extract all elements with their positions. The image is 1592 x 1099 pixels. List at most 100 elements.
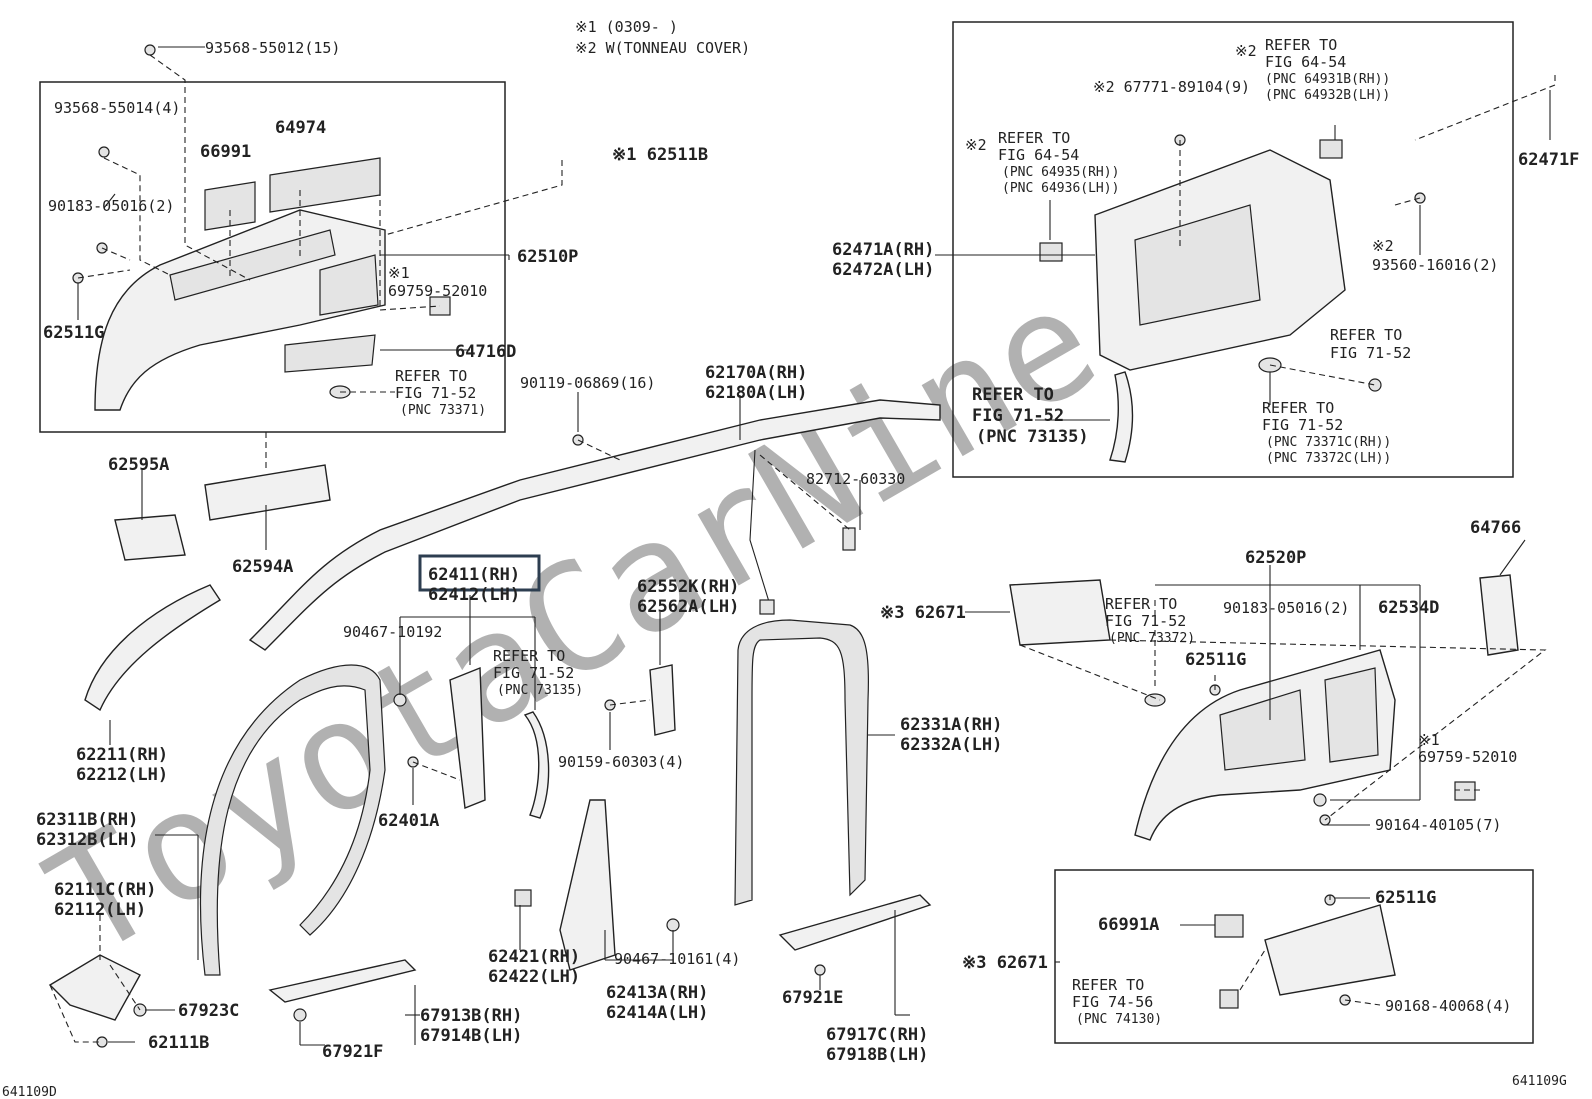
- part-label: 90467-10192: [343, 623, 442, 641]
- note-1: ※1 (0309- ): [575, 18, 678, 36]
- part-label: REFER TO: [1105, 595, 1177, 613]
- part-label: 66991: [200, 142, 251, 162]
- part-label: 67913B(RH): [420, 1006, 522, 1026]
- part-label: 90183-05016(2): [48, 197, 174, 215]
- right-quarter-trim-illustration: [1039, 90, 1551, 463]
- part-label: (PNC 64931B(RH)): [1265, 72, 1390, 87]
- part-label: 67914B(LH): [420, 1026, 522, 1046]
- part-label: 67921E: [782, 988, 843, 1008]
- part-label: 69759-52010: [388, 282, 487, 300]
- part-label: (PNC 73372C(LH)): [1266, 451, 1391, 466]
- part-label: FIG 64-54: [998, 146, 1079, 164]
- part-label: 62534D: [1378, 598, 1439, 618]
- part-label: (PNC 64935(RH)): [1002, 165, 1119, 180]
- pillar-trim-illustrations: [84, 464, 680, 971]
- part-label: 93568-55014(4): [54, 99, 180, 117]
- part-label: (PNC 64932B(LH)): [1265, 88, 1390, 103]
- part-label: 62472A(LH): [832, 260, 934, 280]
- part-label: FIG 71-52: [493, 664, 574, 682]
- part-label: 62511G: [43, 323, 104, 343]
- part-label: ※2: [1372, 237, 1394, 255]
- part-label: 90164-40105(7): [1375, 816, 1501, 834]
- leader-lines: [49, 46, 1556, 1046]
- part-label: 90183-05016(2): [1223, 599, 1349, 617]
- inset-box-tonneau: [1054, 869, 1534, 1044]
- part-label: 62411(RH): [428, 565, 520, 585]
- part-label: 62422(LH): [488, 967, 580, 987]
- highlight-box: [418, 554, 541, 592]
- part-label: 62552K(RH): [637, 577, 739, 597]
- part-label: ※3 62671: [880, 603, 966, 623]
- part-label: ※2 67771-89104(9): [1093, 78, 1250, 96]
- part-label: REFER TO: [395, 367, 467, 385]
- part-label: FIG 74-56: [1072, 993, 1153, 1011]
- part-label: FIG 71-52: [1262, 416, 1343, 434]
- part-label: 62111C(RH): [54, 880, 156, 900]
- part-label: 62511G: [1375, 888, 1436, 908]
- part-label: 62211(RH): [76, 745, 168, 765]
- part-label: 62510P: [517, 247, 578, 267]
- part-label: (PNC 73371): [400, 403, 486, 418]
- part-label: 64766: [1470, 518, 1521, 538]
- part-label: 62311B(RH): [36, 810, 138, 830]
- part-label: ※2: [1235, 42, 1257, 60]
- part-label: 62312B(LH): [36, 830, 138, 850]
- part-label: 62412(LH): [428, 585, 520, 605]
- part-label: REFER TO: [1265, 36, 1337, 54]
- part-label: 62511G: [1185, 650, 1246, 670]
- note-2: ※2 W(TONNEAU COVER): [575, 39, 750, 57]
- part-label: ※1: [1418, 731, 1440, 749]
- curtain-airbag-illustration: [248, 399, 941, 651]
- part-label: 62332A(LH): [900, 735, 1002, 755]
- part-label: 90119-06869(16): [520, 374, 655, 392]
- part-label: 62180A(LH): [705, 383, 807, 403]
- part-label: 67921F: [322, 1042, 383, 1062]
- part-label: 64716D: [455, 342, 516, 362]
- right-rear-trim-illustration: [1009, 574, 1519, 841]
- part-label: 62471F: [1518, 150, 1579, 170]
- part-label: 64974: [275, 118, 326, 138]
- part-label: 82712-60330: [806, 470, 905, 488]
- part-label: 62471A(RH): [832, 240, 934, 260]
- part-label: 67923C: [178, 1001, 239, 1021]
- door-weatherstrip-illustrations: [199, 619, 869, 976]
- part-label: 93560-16016(2): [1372, 256, 1498, 274]
- part-label: (PNC 73371C(RH)): [1266, 435, 1391, 450]
- part-label: ※3 62671: [962, 953, 1048, 973]
- part-label: 90467-10161(4): [614, 950, 740, 968]
- part-label: 67918B(LH): [826, 1045, 928, 1065]
- figure-code-left: 641109D: [2, 1085, 57, 1099]
- inset-box-quarter-trim: [952, 21, 1514, 478]
- part-label: 67917C(RH): [826, 1025, 928, 1045]
- part-label: 62595A: [108, 455, 169, 475]
- part-label: FIG 71-52: [972, 406, 1064, 426]
- part-label: REFER TO: [972, 385, 1054, 405]
- part-label: 62594A: [232, 557, 293, 577]
- part-label: 66991A: [1098, 915, 1159, 935]
- part-label: (PNC 74130): [1076, 1012, 1162, 1027]
- part-label: 62414A(LH): [606, 1003, 708, 1023]
- part-label: (PNC 73372): [1109, 631, 1195, 646]
- part-label: 62111B: [148, 1033, 209, 1053]
- part-label: ※2: [965, 136, 987, 154]
- part-label: ※1: [388, 264, 410, 282]
- scuff-plate-illustrations: [48, 894, 932, 1048]
- part-label: 62170A(RH): [705, 363, 807, 383]
- part-label: (PNC 73135): [497, 683, 583, 698]
- part-label: 62401A: [378, 811, 439, 831]
- part-label: FIG 71-52: [395, 384, 476, 402]
- tonneau-illustration: [1214, 894, 1396, 1009]
- part-label: (PNC 73135): [976, 427, 1089, 447]
- inset-box-rear-trim: [39, 81, 506, 433]
- part-label: 62112(LH): [54, 900, 146, 920]
- part-label: FIG 64-54: [1265, 53, 1346, 71]
- part-label: REFER TO: [1330, 326, 1402, 344]
- part-label: 62562A(LH): [637, 597, 739, 617]
- part-label: 62421(RH): [488, 947, 580, 967]
- figure-code-right: 641109G: [1512, 1074, 1567, 1089]
- part-label: 62520P: [1245, 548, 1306, 568]
- part-label: REFER TO: [998, 129, 1070, 147]
- part-label: REFER TO: [1072, 976, 1144, 994]
- part-label: REFER TO: [1262, 399, 1334, 417]
